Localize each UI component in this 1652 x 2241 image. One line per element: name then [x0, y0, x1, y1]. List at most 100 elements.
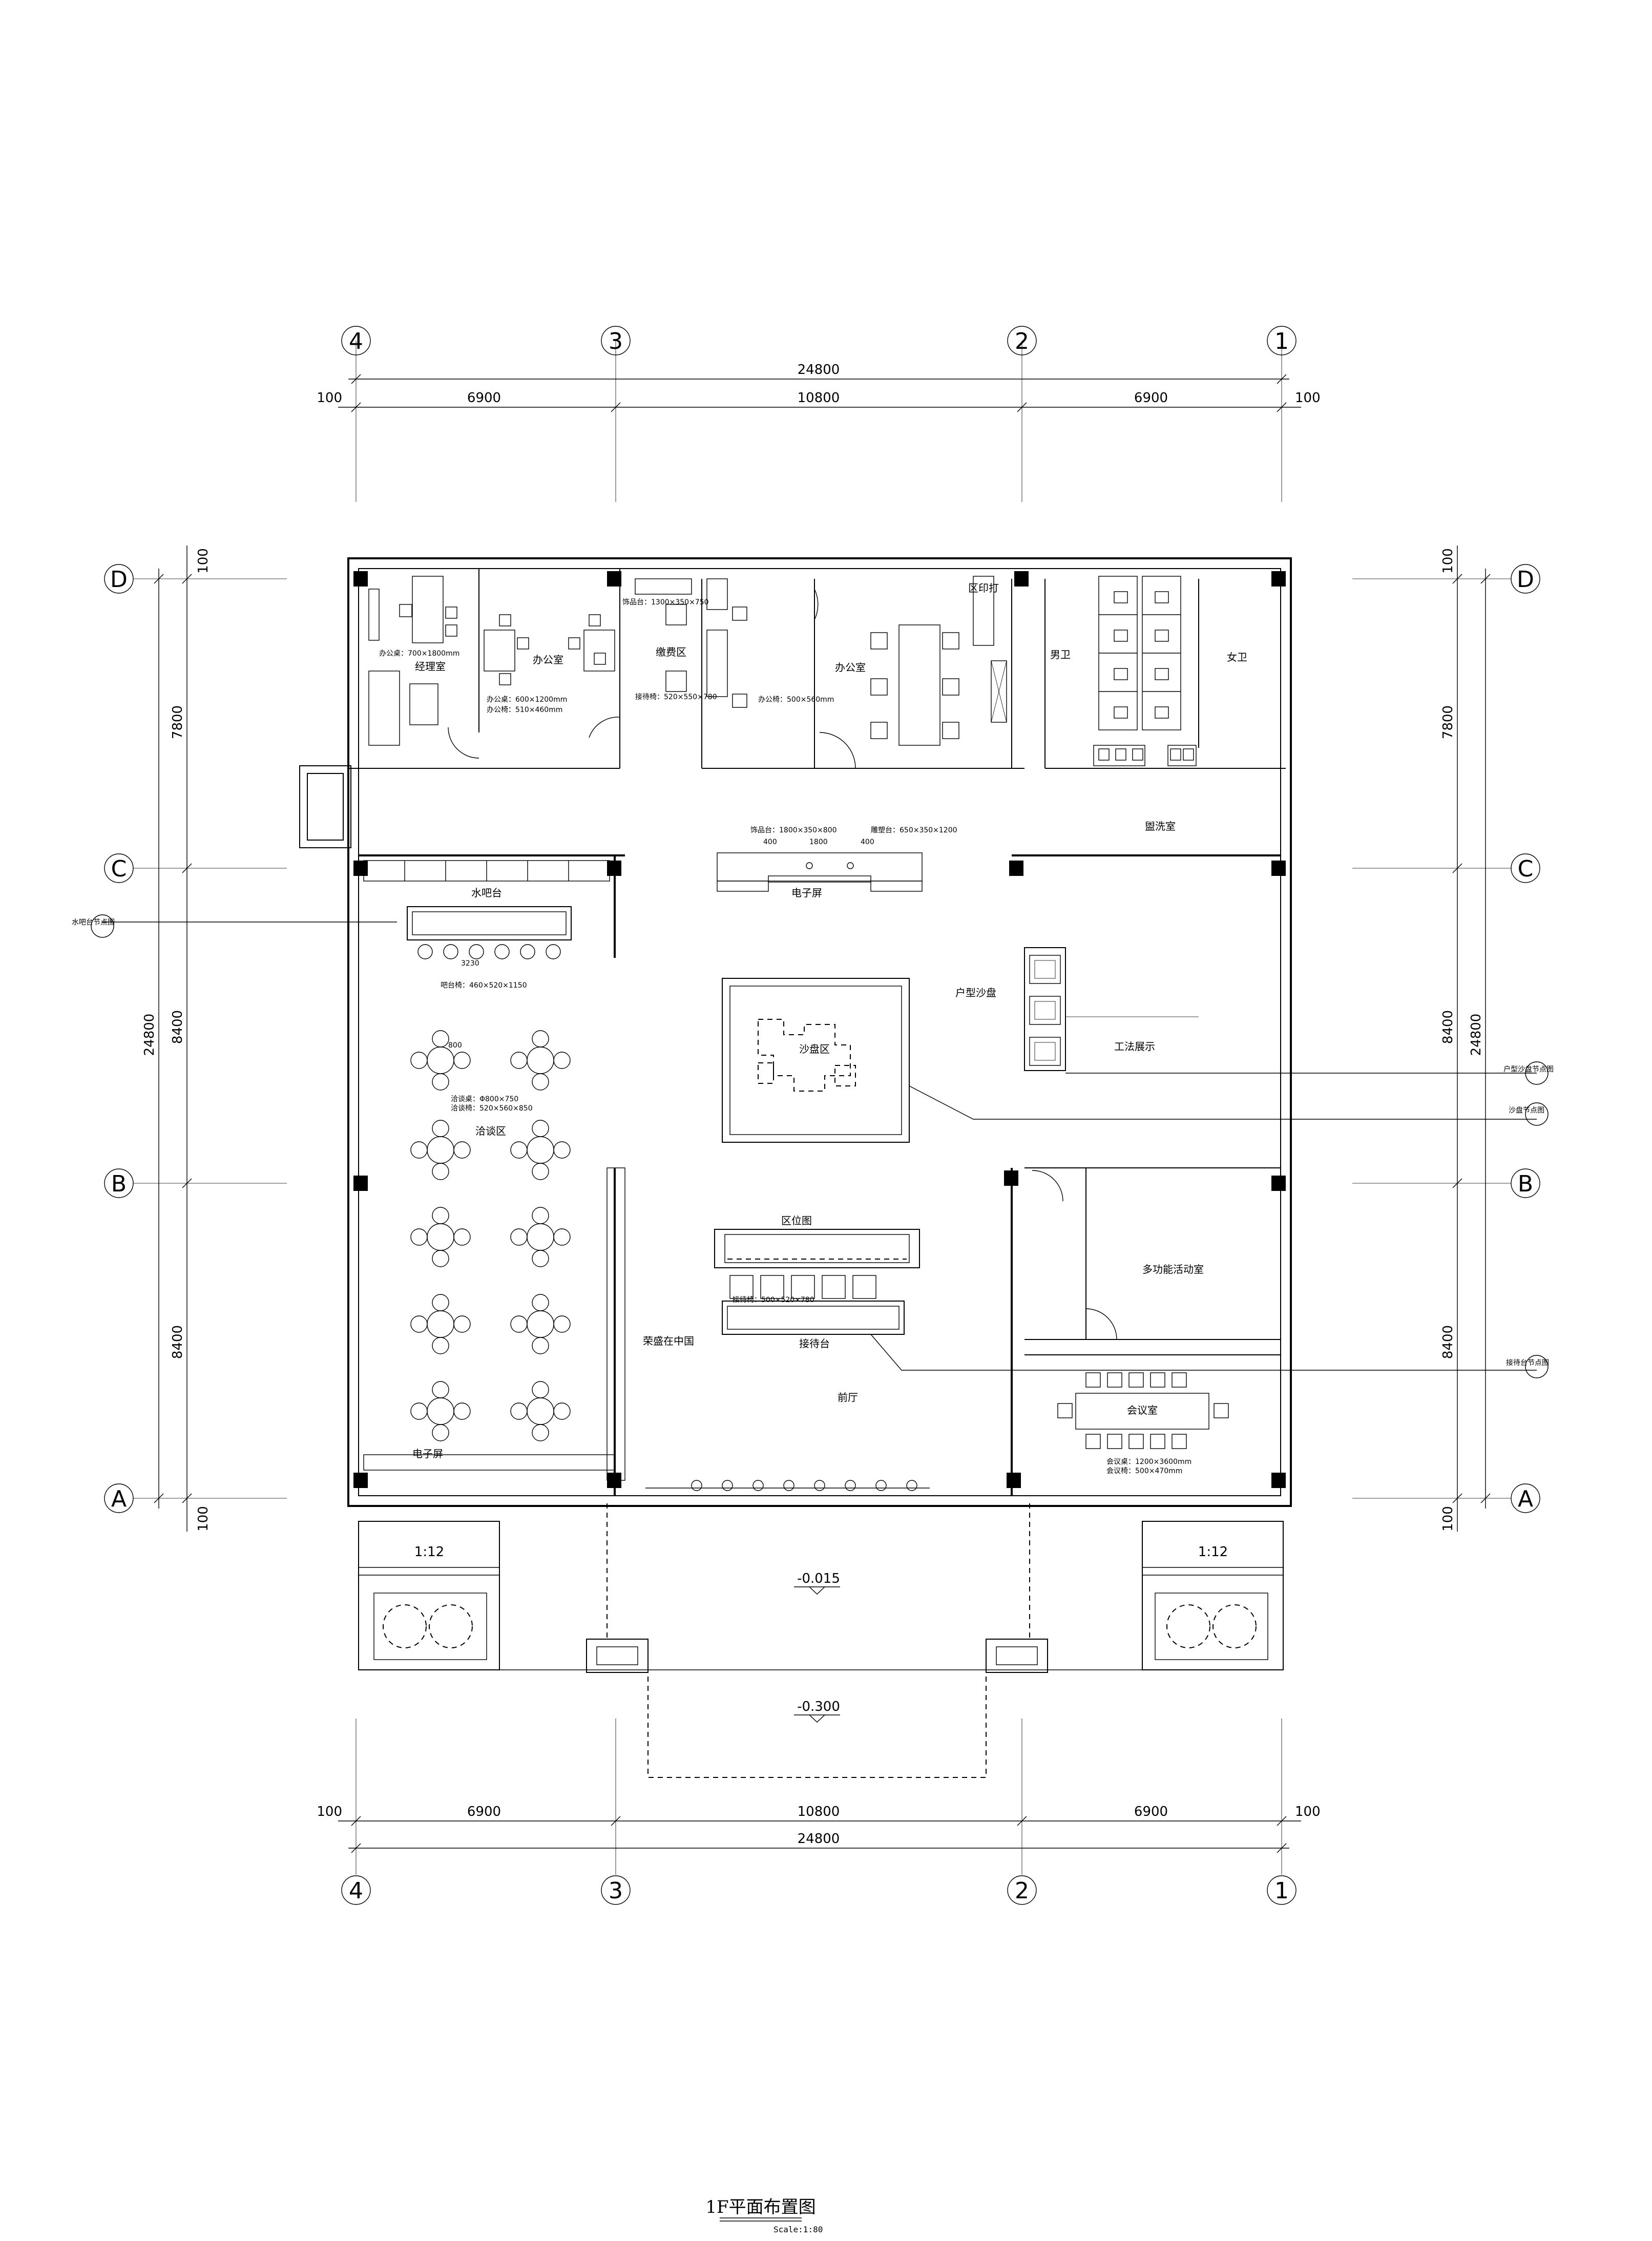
front-planters — [645, 1480, 930, 1491]
axis-bubble-3 — [601, 326, 631, 355]
axis-label-3: 3 — [609, 328, 623, 354]
dim-edge-right-bottom: 100 — [1440, 1506, 1456, 1532]
payment-area: 饰品台：1300×350×750 缴费区 接待椅：520×550×780 办公椅… — [622, 578, 834, 708]
label-rongsheng: 荣盛在中国 — [643, 1335, 694, 1347]
axis-label-B-left: B — [111, 1171, 127, 1197]
room-sand-table: 沙盘区 — [799, 1043, 830, 1055]
entrance-area: 1:12 1:12 -0.015 -0.300 — [358, 1503, 1284, 1778]
axis-label-2: 2 — [1015, 328, 1029, 354]
dim-edge-left-top: 100 — [196, 548, 211, 574]
room-women-wc: 女卫 — [1227, 651, 1247, 663]
dim-edge-top-right: 100 — [1295, 390, 1321, 406]
room-multi-function: 多功能活动室 — [1142, 1263, 1204, 1275]
dim-bay-bottom-1: 6900 — [467, 1804, 501, 1819]
level-entrance: -0.015 — [797, 1571, 840, 1586]
drawing-title: 1F平面布置图 Scale:1:80 — [705, 2197, 823, 2234]
note-reception-chairs: 接待椅：500×520×780 — [733, 1295, 814, 1304]
dim-total-top: 24800 — [798, 362, 840, 378]
label-reception-desk: 接待台 — [799, 1337, 830, 1350]
dim-edge-bottom-left: 100 — [317, 1804, 342, 1819]
room-craft: 工法展示 — [1114, 1040, 1155, 1053]
axis-label-D-left: D — [110, 567, 128, 593]
note-nego-chair: 洽谈椅：520×560×850 — [451, 1104, 533, 1113]
screen-stand: 饰品台：1800×350×800 雕塑台：650×350×1200 400 18… — [717, 826, 957, 899]
callout-sand: 沙盘节点图 — [1509, 1106, 1544, 1115]
dim-edge-top-left: 100 — [317, 390, 342, 406]
label-screen-top: 电子屏 — [791, 887, 822, 899]
sand-table: 沙盘区 — [722, 978, 910, 1143]
axis-bubble-4 — [341, 326, 371, 355]
room-house-model: 户型沙盘 — [955, 987, 996, 999]
dim-bay-left-1: 7800 — [170, 705, 185, 739]
note-deco-small: 饰品台：1300×350×750 — [622, 598, 709, 606]
axis-label-3-bottom: 3 — [609, 1878, 623, 1904]
note-nego-table: 洽谈桌：Φ800×750 — [451, 1095, 518, 1103]
dim-edge-bottom-right: 100 — [1295, 1804, 1321, 1819]
axis-label-A-right: A — [1518, 1486, 1533, 1512]
reception-area: 区位图 接待椅：500×520×780 接待台 荣盛在中国 前厅 — [607, 1167, 920, 1481]
note-deco-stand: 饰品台：1800×350×800 — [750, 826, 837, 834]
callout-reception: 接待台节点图 — [1506, 1358, 1549, 1367]
room-manager: 经理室 — [415, 660, 446, 673]
note-office-chair2: 办公椅：500×560mm — [758, 696, 834, 704]
manager-office: 办公桌：700×1800mm 经理室 — [368, 576, 479, 759]
axis-label-1-bottom: 1 — [1274, 1878, 1289, 1904]
title-text: 1F平面布置图 — [705, 2197, 815, 2217]
room-office-right: 办公室 — [835, 661, 866, 674]
room-payment: 缴费区 — [656, 646, 686, 658]
dim-bay-right-2: 8400 — [1440, 1010, 1456, 1044]
title-scale: Scale:1:80 — [773, 2225, 823, 2234]
dim-bay-top-1: 6900 — [467, 390, 501, 406]
dim-bay-bottom-2: 10800 — [798, 1804, 840, 1819]
dim-total-left: 24800 — [142, 1014, 157, 1056]
axis-label-2-bottom: 2 — [1015, 1878, 1029, 1904]
axis-label-A-left: A — [111, 1486, 127, 1512]
label-screen-bottom: 电子屏 — [412, 1448, 443, 1460]
axis-label-C-left: C — [111, 856, 127, 882]
callouts: 水吧台节点图 户型沙盘节点图 沙盘节点图 接待台节点图 — [72, 914, 1554, 1378]
note-manager-desk: 办公桌：700×1800mm — [379, 650, 459, 658]
axis-grid-bottom: 100 6900 10800 6900 100 24800 4 3 2 1 — [317, 1719, 1321, 1905]
room-print: 区印打 — [968, 582, 999, 594]
room-office-left: 办公室 — [533, 654, 563, 666]
axis-label-C-right: C — [1518, 856, 1534, 882]
dim-total-right: 24800 — [1469, 1014, 1484, 1056]
water-bar: 水吧台 吧台椅：460×520×1150 3230 — [363, 860, 610, 990]
office-right: 办公室 — [814, 589, 959, 769]
callout-house-model: 户型沙盘节点图 — [1503, 1065, 1554, 1074]
dim-edge-right-top: 100 — [1440, 548, 1456, 574]
note-meeting-table: 会议桌：1200×3600mm — [1106, 1458, 1191, 1466]
restrooms: 男卫 女卫 盥洗室 — [1050, 576, 1247, 832]
label-location-map: 区位图 — [781, 1214, 812, 1227]
note-office-desk: 办公桌：600×1200mm — [487, 696, 567, 704]
note-small-a: 400 — [763, 838, 777, 846]
room-negotiation: 洽谈区 — [475, 1125, 506, 1137]
multi-function-room: 多功能活动室 — [1032, 1170, 1204, 1340]
axis-bubble-2 — [1007, 326, 1037, 355]
room-meeting: 会议室 — [1127, 1404, 1158, 1416]
axis-label-4: 4 — [349, 328, 363, 354]
negotiation-table — [410, 1030, 571, 1441]
room-lobby: 前厅 — [838, 1391, 858, 1404]
level-ramp-left: 1:12 — [414, 1544, 444, 1560]
axis-label-1: 1 — [1274, 328, 1289, 354]
callout-water-bar: 水吧台节点图 — [72, 918, 115, 927]
dim-bay-right-1: 7800 — [1440, 705, 1456, 739]
note-reception-chair: 接待椅：520×550×780 — [635, 693, 717, 701]
note-small-b: 1800 — [809, 838, 828, 846]
dim-bay-left-3: 8400 — [170, 1325, 185, 1359]
room-wash: 盥洗室 — [1145, 820, 1176, 832]
level-outside: -0.300 — [797, 1699, 840, 1714]
note-bar-chair: 吧台椅：460×520×1150 — [441, 981, 527, 990]
axis-label-B-right: B — [1518, 1171, 1533, 1197]
axis-grid-left: D C B A 24800 7800 8400 8400 100 100 — [104, 546, 287, 1532]
dim-bay-top-2: 10800 — [798, 390, 840, 406]
axis-bubble-1 — [1267, 326, 1296, 355]
room-water-bar: 水吧台 — [471, 887, 502, 899]
dim-bay-left-2: 8400 — [170, 1010, 185, 1044]
house-model-area: 户型沙盘 工法展示 — [955, 947, 1199, 1071]
note-bar-length: 3230 — [461, 959, 479, 968]
room-men-wc: 男卫 — [1050, 648, 1071, 661]
office-left: 办公室 办公桌：600×1200mm 办公椅：510×460mm — [484, 614, 620, 738]
dim-edge-left-bottom: 100 — [196, 1506, 211, 1532]
